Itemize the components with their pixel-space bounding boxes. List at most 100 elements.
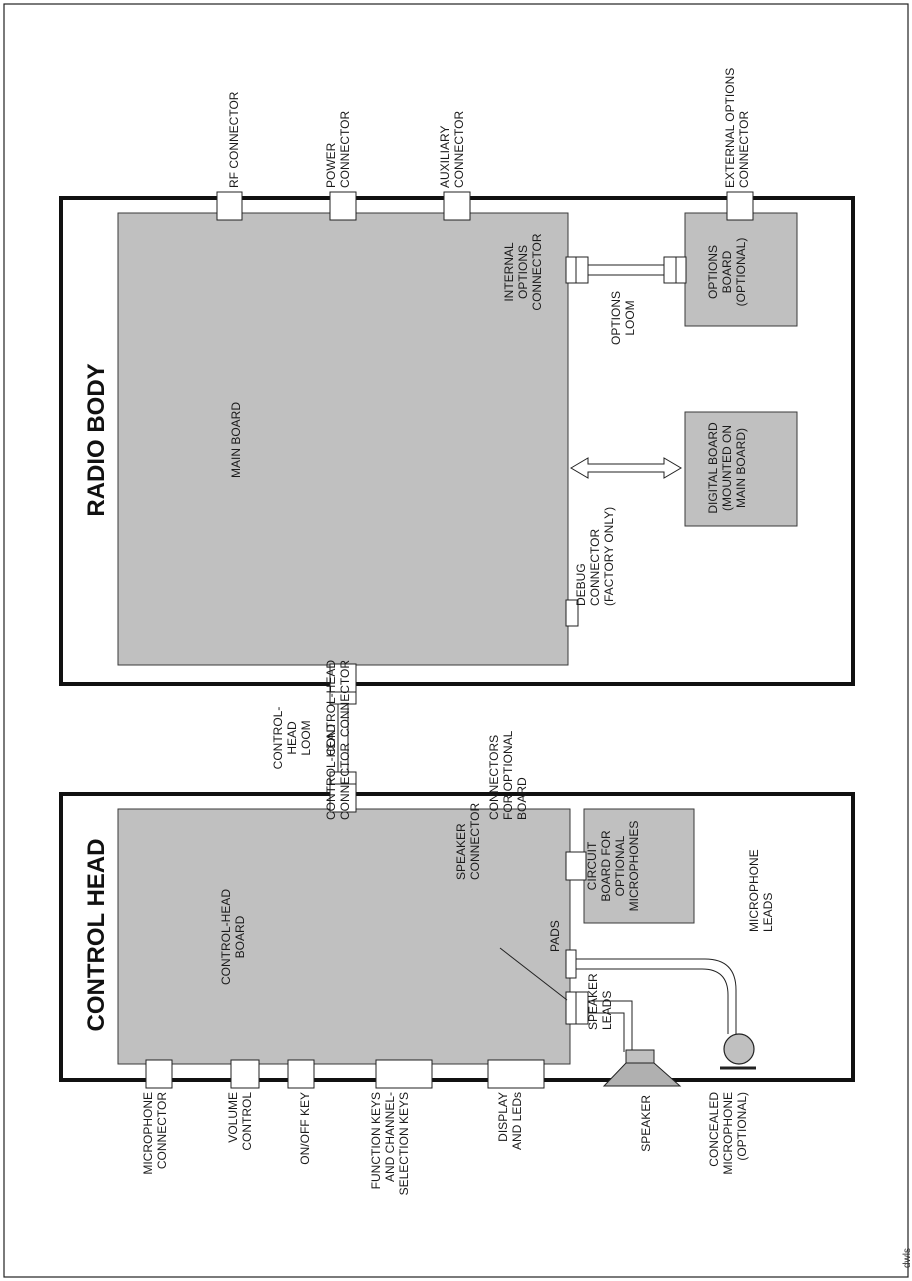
external-options-connector-label-line: EXTERNAL OPTIONS (723, 68, 737, 188)
microphone-leads-label-line: MICROPHONE (747, 849, 761, 932)
volume-control-label-line: VOLUME (226, 1092, 240, 1143)
pads-label: PADS (548, 920, 562, 952)
external-options-connector-label: EXTERNAL OPTIONSCONNECTOR (723, 68, 751, 188)
function-keys-label: FUNCTION KEYSAND CHANNEL-SELECTION KEYS (369, 1092, 411, 1195)
options-loom-label-line: OPTIONS (609, 291, 623, 345)
auxiliary-connector-label-line: CONNECTOR (452, 111, 466, 188)
microphone-leads-label: MICROPHONELEADS (747, 849, 775, 932)
connectors-optional-board-label: CONNECTORSFOR OPTIONALBOARD (487, 730, 529, 820)
mic-lead-2 (576, 968, 729, 1034)
options-board-plug (663, 256, 677, 284)
circuit-board-label-line: MICROPHONES (627, 821, 641, 912)
speaker-connector-label-line: CONNECTOR (468, 803, 482, 880)
control-head-connector-label-line: CONNECTOR (338, 743, 352, 820)
concealed-microphone-label-line: CONCEALED (707, 1092, 721, 1167)
control-head-board-label-line: BOARD (233, 915, 247, 958)
main-board-label-line: MAIN BOARD (229, 402, 243, 478)
speaker-magnet (625, 1049, 655, 1064)
speaker-connector-label-line: SPEAKER (454, 823, 468, 880)
options-board-label-line: OPTIONS (706, 245, 720, 299)
concealed-microphone-label-line: MICROPHONE (721, 1092, 735, 1175)
speaker-lead-1 (588, 1000, 633, 1052)
microphone-connector-label-line: MICROPHONE (141, 1092, 155, 1175)
internal-options-connector-label-line: CONNECTOR (530, 233, 544, 310)
circuit-board-label-line: CIRCUIT (585, 841, 599, 890)
options-board-label: OPTIONSBOARD(OPTIONAL) (706, 238, 748, 307)
external-options-connector (726, 191, 754, 221)
connectors-optional-board-label-line: FOR OPTIONAL (501, 730, 515, 820)
control-head-title-line: CONTROL HEAD (83, 839, 110, 1032)
main-board-label: MAIN BOARD (229, 402, 243, 478)
control-head-loom-label-line: CONTROL- (271, 707, 285, 770)
circuit-board-label-line: BOARD FOR (599, 830, 613, 902)
pads-label-line: PADS (548, 920, 562, 952)
speaker-leads-label-line: SPEAKER (586, 973, 600, 1030)
internal-options-connector-label: INTERNALOPTIONSCONNECTOR (502, 233, 544, 310)
control-head-connector (329, 783, 357, 813)
rf-connector-label: RF CONNECTOR (227, 91, 241, 188)
display-leds-label: DISPLAYAND LEDs (496, 1092, 524, 1150)
main-control-head-connector (329, 663, 357, 693)
double-arrow-icon (570, 457, 682, 479)
control-head-loom-label: CONTROL-HEADLOOM (271, 707, 313, 770)
internal-options-connector-label-line: INTERNAL (502, 242, 516, 302)
debug-connector-label-line: DEBUG (574, 563, 588, 606)
control-head-board-label: CONTROL-HEADBOARD (219, 889, 247, 985)
function-keys-label-line: SELECTION KEYS (397, 1092, 411, 1195)
volume-control (230, 1059, 260, 1089)
digital-board-label-line: DIGITAL BOARD (706, 422, 720, 514)
display-leds-label-line: DISPLAY (496, 1092, 510, 1142)
circuit-board-label-line: OPTIONAL (613, 835, 627, 896)
options-board-label-line: (OPTIONAL) (734, 238, 748, 307)
options-loom-label: OPTIONSLOOM (609, 291, 637, 345)
control-head-connector-label-line: CONTROL-HEAD (324, 724, 338, 820)
loom-plug-top (329, 691, 357, 705)
optional-board-connector (565, 851, 587, 881)
page-border (3, 3, 909, 1278)
speaker-connector-label: SPEAKERCONNECTOR (454, 803, 482, 880)
microphone-connector-label-line: CONNECTOR (155, 1092, 169, 1169)
control-head-loom-label-line: HEAD (285, 721, 299, 755)
circuit-board-label: CIRCUITBOARD FOROPTIONALMICROPHONES (585, 821, 641, 912)
rf-connector (216, 191, 243, 221)
control-head-board (117, 808, 571, 1065)
connectors-optional-board-label-line: BOARD (515, 777, 529, 820)
main-board (117, 212, 569, 666)
rf-connector-label-line: RF CONNECTOR (227, 91, 241, 188)
watermark-label-line: dwls (902, 1248, 912, 1268)
internal-options-plug (575, 256, 589, 284)
main-control-head-connector-label-line: CONNECTOR (338, 660, 352, 737)
microphone-connector (145, 1059, 173, 1089)
internal-options-connector-label-line: OPTIONS (516, 245, 530, 299)
digital-board (684, 411, 798, 527)
debug-connector-label: DEBUGCONNECTOR(FACTORY ONLY) (574, 507, 616, 606)
main-control-head-connector-label-line: CONTROL-HEAD (324, 660, 338, 756)
on-off-key-label: ON/OFF KEY (298, 1092, 312, 1165)
speaker-label: SPEAKER (639, 1095, 653, 1152)
power-connector-label-line: CONNECTOR (338, 111, 352, 188)
function-keys-label-line: AND CHANNEL- (383, 1092, 397, 1182)
external-options-connector-label-line: CONNECTOR (737, 111, 751, 188)
mic-lead-1 (576, 958, 737, 1034)
volume-control-label: VOLUMECONTROL (226, 1092, 254, 1151)
on-off-key (287, 1059, 315, 1089)
microphone-leads-label-line: LEADS (761, 893, 775, 932)
control-head-loom-label-line: LOOM (299, 720, 313, 755)
function-keys (375, 1059, 433, 1089)
control-head-title: CONTROL HEAD (83, 839, 110, 1032)
optional-mic-circuit-board (583, 808, 695, 924)
speaker-leads-label-line: LEADS (600, 991, 614, 1030)
radio-body-title: RADIO BODY (83, 363, 110, 516)
debug-connector (565, 599, 579, 627)
control-head-section (59, 783, 855, 1089)
internal-options-connector (565, 256, 577, 284)
speaker-connector-leader (499, 947, 568, 1001)
speaker-connector (565, 991, 577, 1025)
concealed-microphone-label-line: (OPTIONAL) (735, 1092, 749, 1161)
volume-control-label-line: CONTROL (240, 1092, 254, 1151)
options-board-label-line: BOARD (720, 250, 734, 293)
control-head-loom (329, 691, 357, 785)
display-and-leds (487, 1059, 545, 1089)
auxiliary-connector (443, 191, 471, 221)
